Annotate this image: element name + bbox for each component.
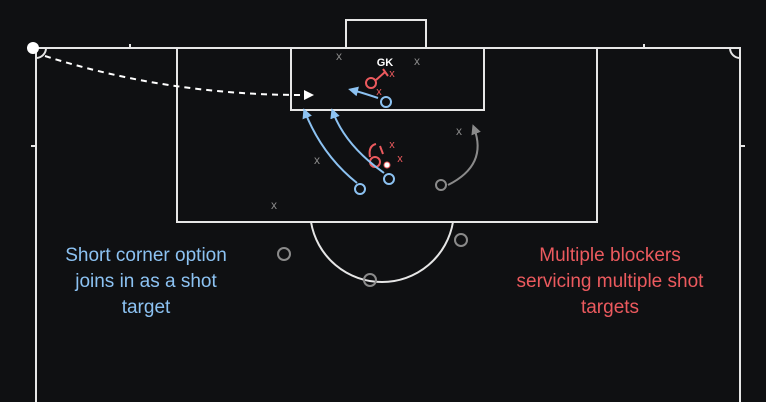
defender-markers: x x x x x — [271, 49, 462, 212]
block-direction — [368, 143, 384, 158]
goal-frame — [345, 19, 427, 49]
corner-arc-right — [729, 47, 741, 59]
decoy-players — [277, 124, 481, 287]
pitch-markings — [31, 19, 745, 402]
second-ball-icon — [383, 161, 391, 169]
attacker-run-arrow — [348, 86, 379, 99]
defender-marker: x — [314, 153, 320, 167]
ball-delivery-path — [44, 55, 314, 101]
penalty-arc — [310, 221, 454, 283]
blocker-marker: x — [389, 68, 395, 80]
decoy-icon — [454, 233, 468, 247]
short-corner-caption: Short corner option joins in as a shot t… — [65, 245, 227, 318]
blocker-icon — [365, 77, 377, 89]
blocker-marker: x — [397, 153, 403, 165]
attacker-run-arrow — [330, 108, 385, 174]
blocker-markers-middle: x x — [389, 139, 403, 165]
attacker-icon — [383, 173, 395, 185]
attacker-icon — [354, 183, 366, 195]
decoy-run-arrow — [447, 124, 481, 186]
attacker-icon — [380, 96, 392, 108]
decoy-icon — [277, 247, 291, 261]
attacker-runs — [302, 86, 395, 195]
defender-marker: x — [456, 124, 462, 138]
blockers-caption: Multiple blockers servicing multiple sho… — [516, 245, 704, 318]
blocker-marker: x — [376, 86, 382, 98]
defender-marker: x — [336, 49, 342, 63]
blocker-marker: x — [389, 139, 395, 151]
goalkeeper-label: GK — [377, 57, 394, 69]
decoy-icon — [363, 273, 377, 287]
blocker-markers-top: x x — [376, 68, 395, 98]
blocker-group-top — [365, 68, 389, 89]
defender-marker: x — [414, 54, 420, 68]
defender-marker: x — [271, 198, 277, 212]
six-yard-box — [290, 47, 485, 111]
ball-icon — [27, 42, 39, 54]
corner-arc-left — [35, 47, 47, 59]
decoy-icon — [435, 179, 447, 191]
attacker-run-arrow — [302, 108, 358, 184]
block-direction — [375, 68, 389, 81]
